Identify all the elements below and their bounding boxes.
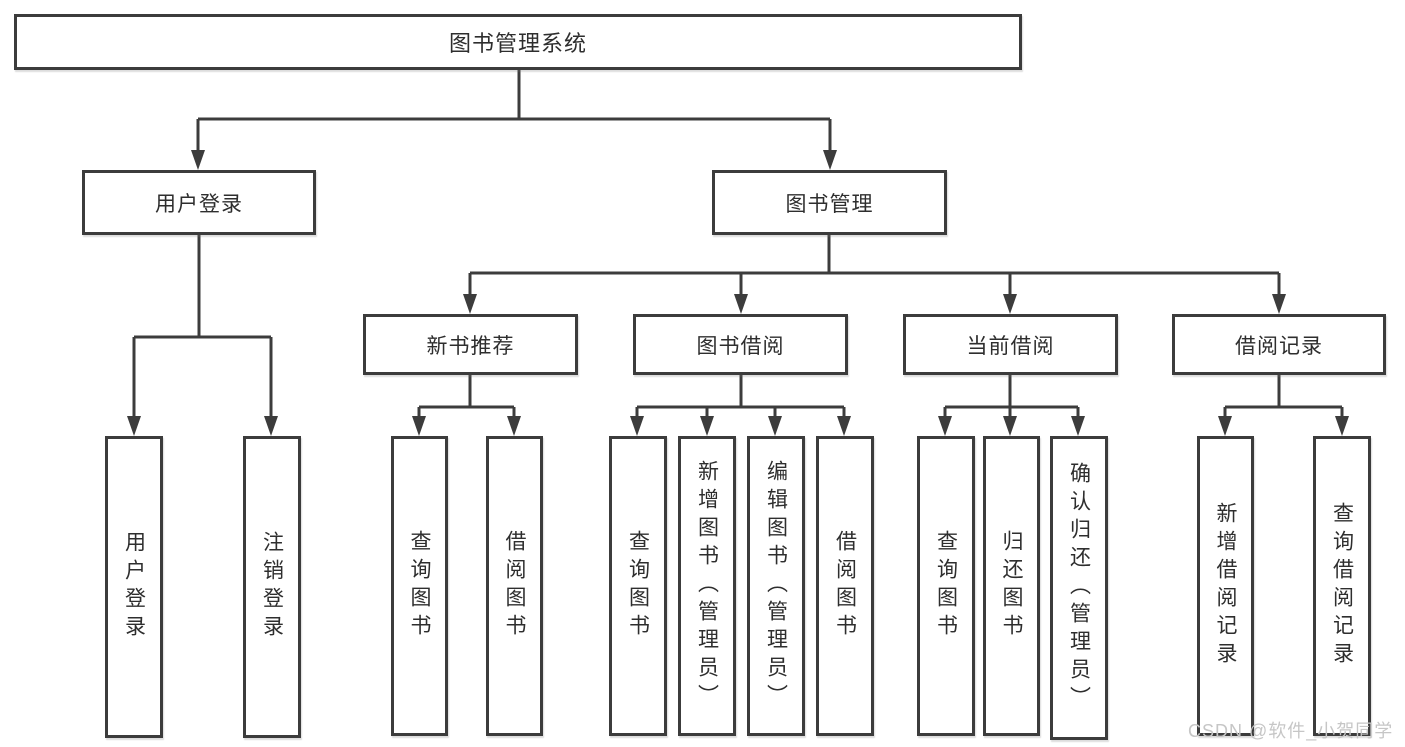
leaf-query-books-current: 查询图书 [917,436,975,736]
leaf-user-login: 用户登录 [105,436,163,738]
leaf-return-books: 归还图书 [983,436,1040,736]
node-user-login: 用户登录 [82,170,316,235]
leaf-add-books-admin: 新增图书（管理员） [678,436,736,736]
leaf-confirm-return-admin: 确认归还（管理员） [1050,436,1108,740]
leaf-edit-books-admin: 编辑图书（管理员） [747,436,805,736]
node-root-library-system: 图书管理系统 [14,14,1022,70]
node-current-borrow: 当前借阅 [903,314,1118,375]
leaf-borrow-books: 借阅图书 [816,436,874,736]
leaf-borrow-books-recommend: 借阅图书 [486,436,543,736]
node-new-book-recommend: 新书推荐 [363,314,578,375]
leaf-add-borrow-record: 新增借阅记录 [1197,436,1254,736]
node-book-borrow: 图书借阅 [633,314,848,375]
leaf-query-books-recommend: 查询图书 [391,436,448,736]
node-borrow-records: 借阅记录 [1172,314,1386,375]
leaf-query-borrow-record: 查询借阅记录 [1313,436,1371,736]
leaf-query-books-borrow: 查询图书 [609,436,667,736]
node-book-management: 图书管理 [712,170,947,235]
leaf-logout: 注销登录 [243,436,301,738]
csdn-watermark: CSDN @软件_小贺同学 [1188,721,1394,741]
